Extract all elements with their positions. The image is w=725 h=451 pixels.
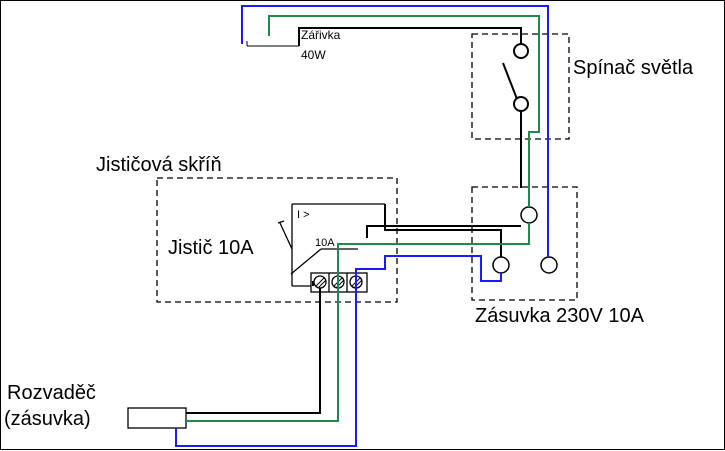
socket-line-pin (492, 256, 510, 274)
neutral-wire (175, 5, 549, 447)
switch-label: Spínač světla (573, 57, 694, 79)
breaker-label: Jistič 10A (168, 237, 254, 259)
breaker-cabinet-box (156, 177, 398, 303)
lamp-symbol (246, 41, 300, 47)
socket-neutral-pin (540, 256, 558, 274)
breaker-trip-symbol: I > (297, 209, 310, 221)
distribution-plug (127, 407, 187, 429)
switch-upper-contact (513, 43, 529, 59)
socket-label: Zásuvka 230V 10A (475, 305, 645, 327)
socket-pe-pin (520, 206, 538, 224)
distribution-label-line1: Rozvaděč (7, 382, 96, 404)
socket-box (471, 186, 578, 301)
distribution-label-line2: (zásuvka) (4, 408, 91, 430)
phase-wire (186, 27, 522, 414)
breaker-symbol (277, 203, 385, 287)
terminal-screw-1 (313, 275, 327, 289)
lamp-name-label: Zářivka (301, 28, 341, 42)
earth-wire (186, 15, 540, 422)
breaker-rating-label: 10A (315, 237, 335, 249)
switch-lever (502, 62, 518, 100)
breaker-cabinet-label: Jističová skříň (96, 154, 222, 176)
lamp-power-label: 40W (301, 48, 326, 62)
